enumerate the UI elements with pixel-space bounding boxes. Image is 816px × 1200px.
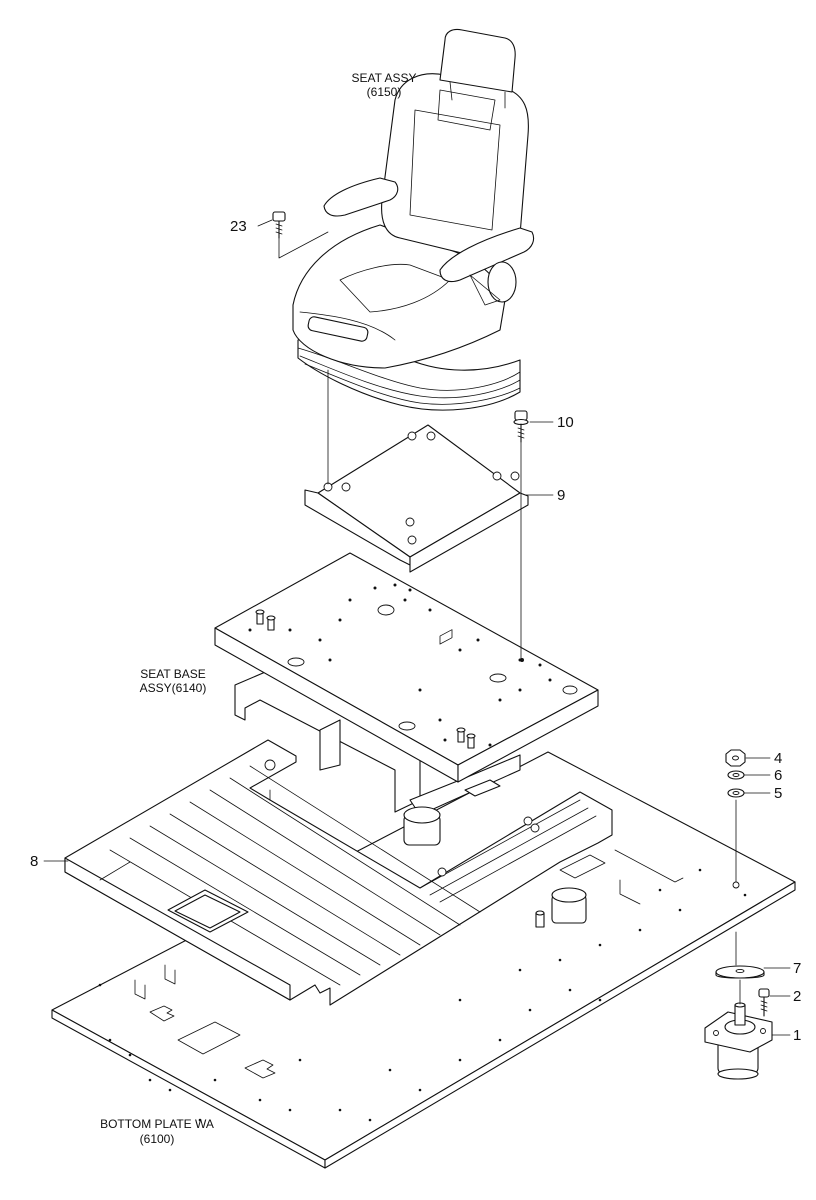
callout-10: 10 [557,414,574,431]
callout-1: 1 [793,1027,801,1044]
duct-parts [403,779,501,846]
callout-6: 6 [774,767,782,784]
seat-base-label-line2: ASSY(6140) [140,681,207,695]
bottom-plate-post [535,887,587,928]
lock-washer-6 [727,770,745,780]
assembly-lines [278,231,741,1005]
nut-4 [725,749,746,767]
bottom-plate-label-line2: (6100) [140,1132,175,1146]
callout-5: 5 [774,785,782,802]
bolt-23 [272,211,286,239]
assembly-labels: SEAT ASSY (6150) SEAT BASE ASSY(6140) BO… [100,71,416,1146]
seat-assy-label-line2: (6150) [367,85,402,99]
seat-base-label-line1: SEAT BASE [140,667,206,681]
bolt-10 [513,410,529,443]
callout-7: 7 [793,960,801,977]
seat-assy-label-line1: SEAT ASSY [352,71,417,85]
callout-8: 8 [30,853,38,870]
bolt-2 [758,988,770,1017]
viscous-mount-1 [704,1002,773,1080]
bottom-plate-label-line1: BOTTOM PLATE WA [100,1117,214,1131]
seat-assy [292,28,535,411]
base-studs [255,609,476,749]
seat-base-assy [214,552,599,846]
plain-washer-5 [727,788,745,798]
rubber-pad-7 [715,965,765,979]
seat-bracket [304,424,529,573]
callout-9: 9 [557,487,565,504]
floor-mat [64,629,613,1006]
callout-numbers: 23 10 9 4 6 5 8 7 2 1 [30,218,801,1044]
bottom-plate [51,751,796,1169]
leader-lines [43,219,791,1036]
callout-4: 4 [774,750,782,767]
callout-2: 2 [793,988,801,1005]
callout-23: 23 [230,218,247,235]
